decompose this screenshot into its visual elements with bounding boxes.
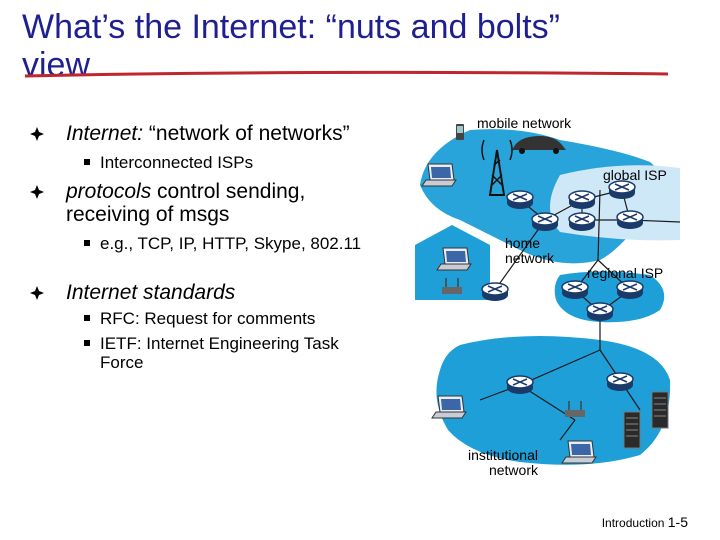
footer-label: Introduction (601, 516, 665, 530)
bullet-protocols-italic: protocols (66, 180, 152, 203)
sub-bullet-text: Interconnected ISPs (100, 153, 254, 172)
network-links (479, 189, 681, 441)
page-number: 1-5 (667, 514, 688, 530)
sub-bullet-isps: Interconnected ISPs (84, 153, 253, 172)
slide-title: What’s the Internet: “nuts and bolts” vi… (22, 8, 560, 84)
bullet-protocols: protocols control sending, receiving of … (30, 180, 360, 226)
server-icon (623, 411, 641, 449)
bullet-standards: Internet standards (30, 281, 235, 304)
bullet-diamond-icon (30, 185, 44, 199)
slide-footer: Introduction 1-5 (602, 514, 688, 530)
cell-tower-icon (481, 139, 513, 196)
car-icon (512, 136, 566, 154)
server-icon (651, 391, 669, 429)
sub-bullet-protocol-examples: e.g., TCP, IP, HTTP, Skype, 802.11 (84, 234, 374, 253)
bullet-diamond-icon (30, 286, 44, 300)
smartphone-icon (456, 124, 464, 140)
square-bullet-icon (84, 315, 90, 321)
bullet-protocols-text: control sending, receiving of msgs (66, 180, 306, 226)
router-icon (586, 302, 614, 322)
sub-bullet-text: RFC: Request for comments (100, 309, 316, 328)
bullet-diamond-icon (30, 127, 44, 141)
title-underline (24, 70, 669, 78)
bullet-standards-italic: Internet standards (66, 281, 236, 304)
sub-bullet-text: e.g., TCP, IP, HTTP, Skype, 802.11 (100, 234, 362, 253)
router-icon (506, 375, 534, 395)
label-mobile-network: mobile network (477, 115, 572, 131)
bullet-internet-italic: Internet: (66, 122, 144, 145)
label-institutional-network: institutional network (467, 447, 538, 478)
label-global-isp: global ISP (603, 167, 667, 183)
square-bullet-icon (84, 240, 90, 246)
bullet-internet-text: “network of networks” (143, 122, 350, 145)
router-icon (481, 282, 509, 302)
label-regional-isp: regional ISP (587, 265, 664, 281)
square-bullet-icon (84, 340, 90, 346)
sub-bullet-ietf: IETF: Internet Engineering Task Force (84, 334, 384, 372)
router-icon (616, 210, 644, 230)
bullet-internet: Internet: “network of networks” (30, 122, 350, 145)
label-home-network: home network (505, 235, 555, 266)
sub-bullet-rfc: RFC: Request for comments (84, 309, 315, 328)
router-icon (568, 212, 596, 232)
router-icon (608, 180, 636, 200)
router-icon (531, 212, 559, 232)
router-icon (561, 280, 589, 300)
sub-bullet-text: IETF: Internet Engineering Task Force (100, 334, 339, 372)
router-icon (606, 372, 634, 392)
router-icon (616, 280, 644, 300)
router-icon (568, 190, 596, 210)
router-icon (506, 190, 534, 210)
square-bullet-icon (84, 159, 90, 165)
